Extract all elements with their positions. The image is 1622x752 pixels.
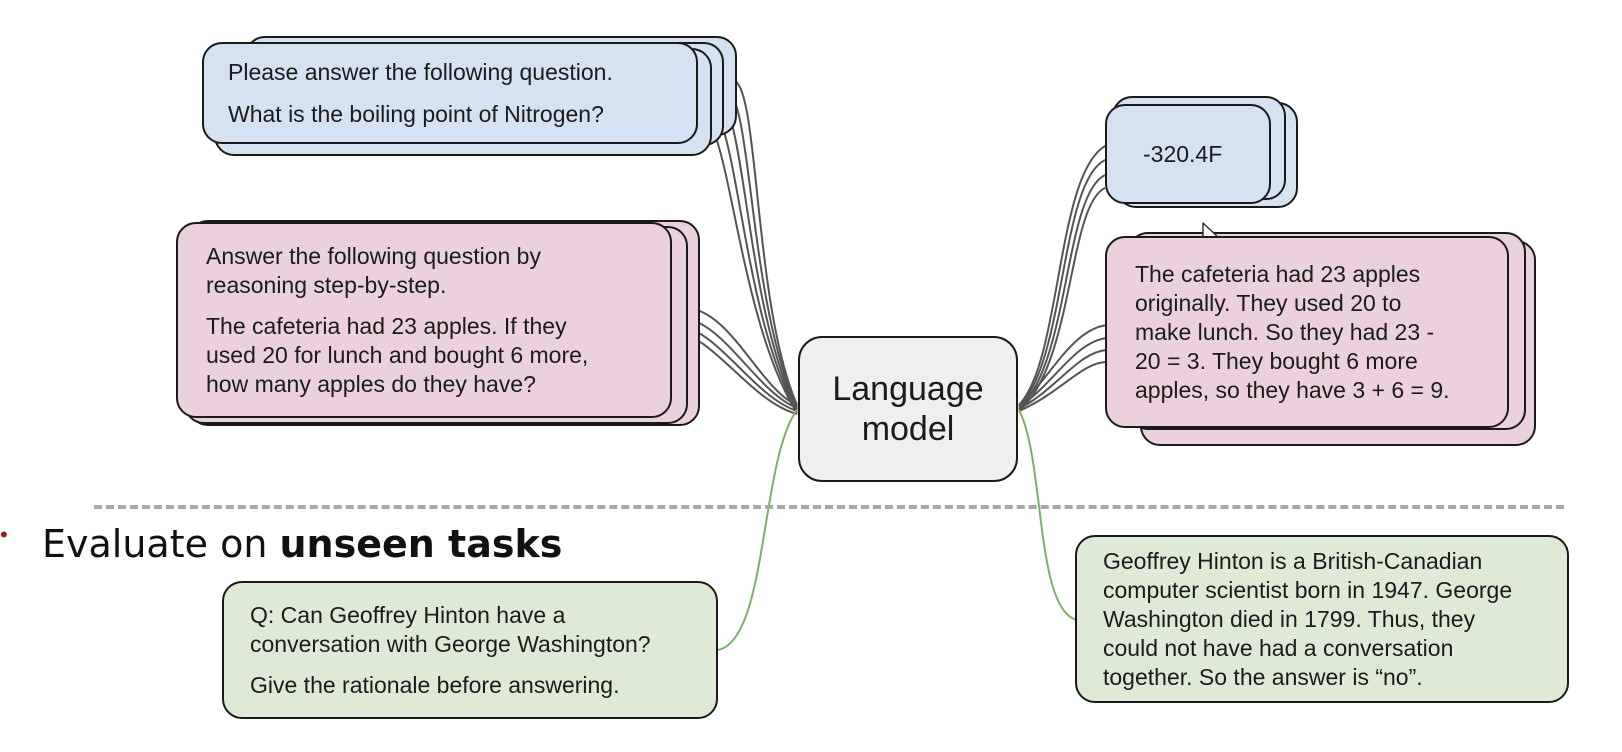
question-text: What is the boiling point of Nitrogen? <box>228 101 604 127</box>
input-card-cafeteria: Answer the following question by reasoni… <box>176 222 672 418</box>
wire-pink-output <box>1018 349 1108 410</box>
language-model-box: Language model <box>798 336 1018 482</box>
section-heading: Evaluate on unseen tasks <box>42 521 562 567</box>
wire-blue-output <box>1018 159 1106 408</box>
question-text: Q: Can Geoffrey Hinton have a conversati… <box>250 602 651 657</box>
reasoning-text: The cafeteria had 23 apples originally. … <box>1135 261 1450 403</box>
wire-blue-input <box>731 79 798 406</box>
wire-pink-input <box>684 307 798 406</box>
heading-emphasis: unseen tasks <box>279 522 563 566</box>
wire-green-input <box>717 409 798 651</box>
instruction-text: Give the rationale before answering. <box>250 672 620 698</box>
section-divider <box>94 505 1564 509</box>
heading-prefix: Evaluate on <box>42 522 280 566</box>
output-card-boiling-point: -320.4F <box>1105 104 1271 204</box>
reasoning-text: Geoffrey Hinton is a British-Canadian co… <box>1103 548 1513 690</box>
output-card-hinton: Geoffrey Hinton is a British-Canadian co… <box>1075 535 1569 703</box>
wire-green-output <box>1018 409 1078 621</box>
input-card-hinton: Q: Can Geoffrey Hinton have a conversati… <box>222 581 718 719</box>
bullet-icon: • <box>0 522 8 547</box>
input-card-boiling-point: Please answer the following question. Wh… <box>202 42 698 144</box>
answer-text: -320.4F <box>1143 141 1223 167</box>
instruction-text: Answer the following question by reasoni… <box>206 243 541 298</box>
instruction-text: Please answer the following question. <box>228 59 613 85</box>
wire-blue-input <box>725 91 798 408</box>
wire-blue-output <box>1018 144 1108 406</box>
wire-pink-output <box>1018 324 1108 406</box>
question-text: The cafeteria had 23 apples. If they use… <box>206 313 589 397</box>
wire-blue-output <box>1018 174 1106 410</box>
wire-pink-output <box>1018 361 1108 412</box>
wire-pink-output <box>1018 337 1108 408</box>
output-card-cafeteria: The cafeteria had 23 apples originally. … <box>1105 236 1509 428</box>
